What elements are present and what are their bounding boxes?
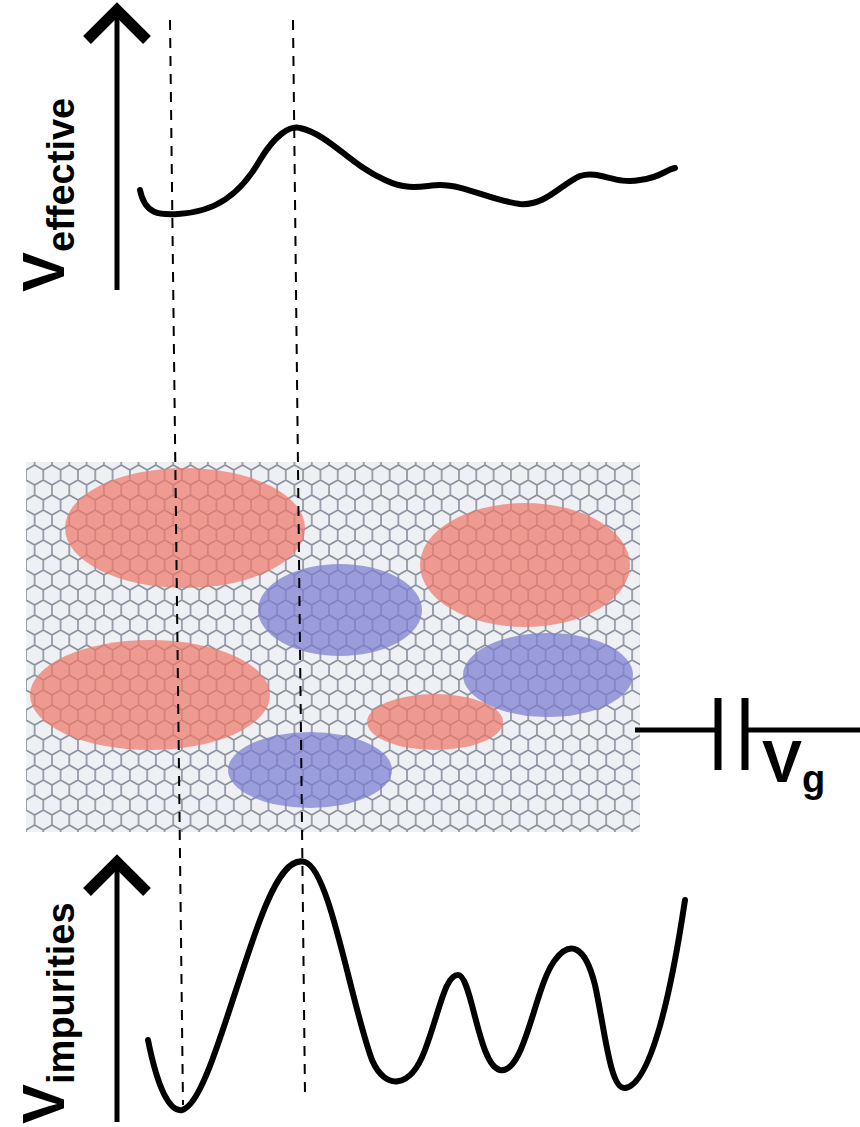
hole-puddle: [258, 564, 422, 656]
gate-wire: [635, 728, 717, 733]
y-axis: [115, 10, 120, 290]
subscript: g: [802, 758, 825, 800]
hole-puddle: [463, 633, 633, 717]
gate-voltage-label: Vg: [762, 732, 825, 792]
honeycomb-lattice: [26, 462, 640, 832]
symbol-letter: V: [762, 728, 802, 795]
capacitor-plate: [715, 698, 722, 770]
y-axis: [115, 862, 120, 1122]
capacitor-plate: [742, 698, 749, 770]
electron-puddle: [367, 694, 503, 750]
electron-puddle: [420, 503, 630, 627]
dashed-guide: [293, 20, 305, 1095]
subscript: effective: [40, 98, 82, 252]
symbol-letter: V: [10, 1084, 77, 1124]
impurity-potential-curve: [148, 861, 685, 1110]
axis-title: Veffective: [14, 98, 74, 292]
graphene-sheet: [26, 462, 640, 832]
subscript: impurities: [40, 902, 82, 1084]
electron-puddle: [30, 640, 270, 750]
symbol-letter: V: [10, 252, 77, 292]
charge-puddles: [30, 468, 633, 808]
axis-title: Vimpurities: [14, 902, 74, 1124]
effective-potential-curve: [140, 127, 675, 214]
electron-puddle: [65, 468, 305, 588]
dashed-guide: [170, 20, 183, 1105]
hole-puddle: [228, 732, 392, 808]
